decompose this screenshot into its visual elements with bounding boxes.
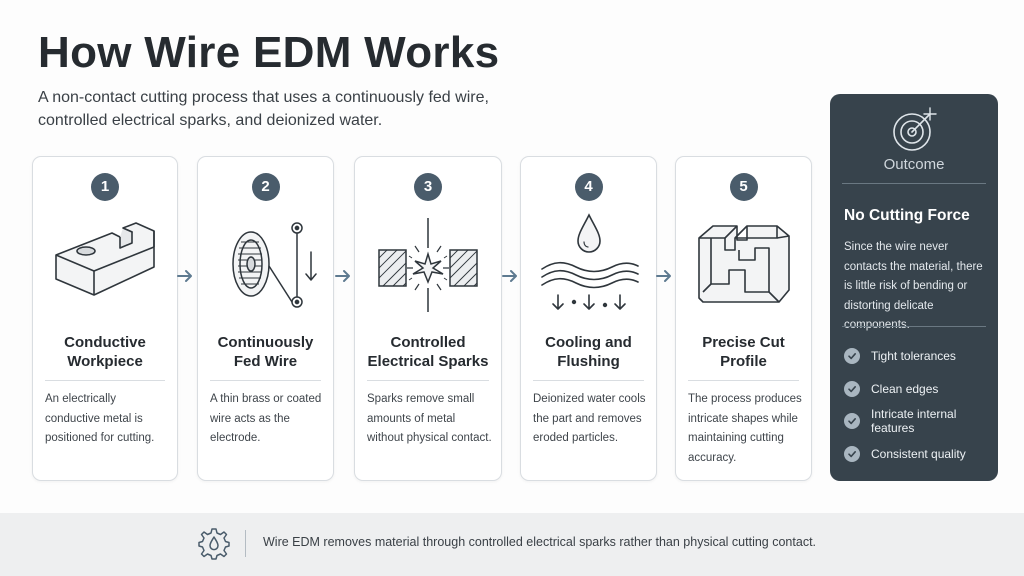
benefit-label: Tight tolerances: [871, 349, 956, 364]
step-title: Controlled Electrical Sparks: [367, 334, 489, 370]
step-number-badge: 5: [729, 173, 758, 201]
check-icon: [844, 380, 860, 397]
footer-bar: Wire EDM removes material through contro…: [0, 513, 1024, 576]
footer-text: Wire EDM removes material through contro…: [263, 535, 817, 549]
benefit-item: Tight tolerances: [844, 340, 992, 373]
outcome-text: Since the wire never contacts the materi…: [844, 241, 983, 331]
step-description: An electrically conductive metal is posi…: [45, 393, 155, 444]
step-card-1: 1 Conductive Workpiece An electrically c…: [32, 156, 178, 481]
arrow-right-icon: [335, 270, 350, 282]
divider: [533, 380, 644, 381]
step-title: Continuously Fed Wire: [217, 334, 314, 370]
step-number-badge: 3: [414, 173, 442, 201]
divider: [367, 380, 489, 381]
step-number-badge: 4: [574, 173, 603, 201]
step-card-5: 5 Precise Cut Profile The process produc…: [675, 156, 812, 481]
benefit-item: Intricate internal features: [844, 405, 992, 438]
outcome-panel: Outcome No Cutting Force Since the wire …: [830, 94, 998, 481]
gear-drop-icon: [197, 527, 231, 566]
workpiece-block-icon: [33, 209, 177, 319]
benefit-label: Clean edges: [871, 381, 939, 396]
check-icon: [844, 413, 860, 430]
step-description: Deionized water cools the part and remov…: [533, 393, 646, 444]
step-description: Sparks remove small amounts of metal wit…: [367, 393, 492, 444]
arrow-right-icon: [177, 270, 192, 282]
divider: [210, 380, 321, 381]
step-number-badge: 1: [91, 173, 119, 201]
step-title: Cooling and Flushing: [545, 334, 632, 370]
step-card-4: 4 Cooling and Flushing Deionized water c…: [520, 156, 657, 481]
cut-profile-icon: [676, 209, 811, 319]
divider: [842, 183, 986, 184]
check-icon: [844, 445, 860, 462]
step-card-3: 3 Controlled Electrical Sparks Sparks re…: [354, 156, 502, 481]
arrow-right-icon: [656, 270, 671, 282]
divider: [45, 380, 165, 381]
step-title: Conductive Workpiece: [64, 334, 146, 370]
benefit-item: Clean edges: [844, 373, 992, 406]
spark-icon: [355, 209, 501, 319]
benefits-list: Tight tolerances Clean edges Intricate i…: [844, 340, 992, 470]
benefit-label: Consistent quality: [871, 446, 966, 461]
outcome-label: Outcome: [883, 156, 945, 173]
target-icon: [830, 106, 998, 154]
step-title: Precise Cut Profile: [702, 334, 785, 370]
benefit-label: Intricate internal features: [871, 407, 957, 436]
page-subtitle: A non-contact cutting process that uses …: [38, 89, 489, 129]
step-description: A thin brass or coated wire acts as the …: [210, 393, 322, 444]
footer-separator: [245, 530, 246, 557]
water-drop-icon: [521, 209, 656, 319]
check-icon: [844, 348, 860, 365]
arrow-right-icon: [502, 270, 517, 282]
step-number-badge: 2: [251, 173, 280, 201]
step-card-2: 2 Continuously Fed Wire A thin brass or …: [197, 156, 334, 481]
benefit-item: Consistent quality: [844, 438, 992, 471]
outcome-heading: No Cutting Force: [844, 207, 970, 224]
divider: [842, 326, 986, 327]
wire-spool-icon: [198, 209, 333, 319]
step-description: The process produces intricate shapes wh…: [688, 393, 802, 464]
page-title: How Wire EDM Works: [38, 28, 500, 77]
divider: [688, 380, 799, 381]
